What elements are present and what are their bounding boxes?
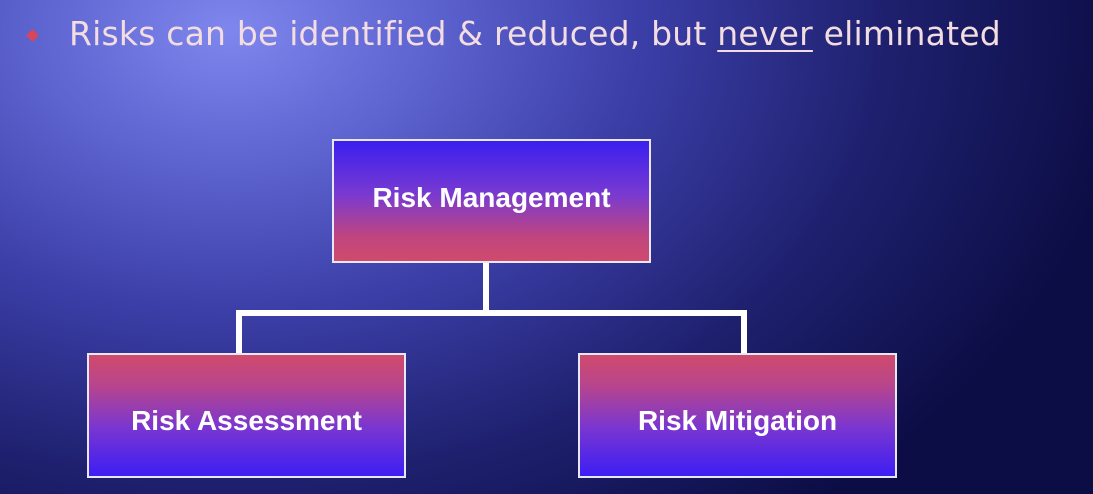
bullet-text-emphasis: never — [717, 14, 813, 53]
node-risk-mitigation: Risk Mitigation — [578, 353, 897, 478]
bullet-text-end: eliminated — [812, 14, 1001, 53]
node-risk-mitigation-label: Risk Mitigation — [637, 404, 838, 436]
bullet-text: Risks can be identified & reduced, but n… — [69, 14, 1001, 53]
bullet-text-start: Risks can be identified & reduced, but — [69, 14, 718, 53]
node-risk-management: Risk Management — [332, 139, 651, 263]
connector-vertical-left — [236, 310, 242, 354]
connector-horizontal — [236, 310, 747, 316]
diamond-bullet-icon — [26, 29, 39, 42]
node-risk-assessment-label: Risk Assessment — [131, 404, 362, 436]
connector-vertical-right — [741, 310, 747, 354]
node-risk-management-label: Risk Management — [372, 182, 611, 213]
bullet-point: Risks can be identified & reduced, but n… — [26, 14, 1001, 53]
node-risk-assessment: Risk Assessment — [87, 353, 406, 478]
connector-vertical-root — [483, 263, 489, 311]
